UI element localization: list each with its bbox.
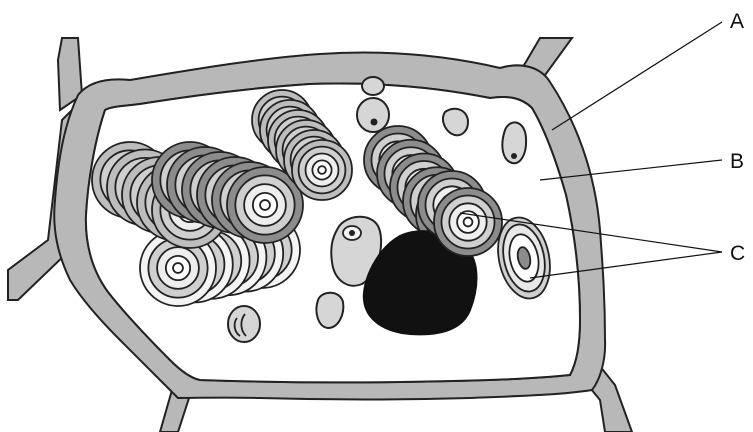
label-c: C: [730, 242, 745, 265]
grain-topmiddle-5: [292, 140, 352, 200]
organelle-top-dot-cell: [357, 98, 389, 132]
organelle-small-bottom: [316, 293, 343, 328]
pointer-line-a: [552, 22, 722, 130]
label-b: B: [730, 150, 744, 173]
grain-right-front-1: [434, 188, 502, 256]
organelle-oval-bottom-left: [228, 306, 260, 342]
label-a: A: [730, 10, 744, 33]
organelle-top-small: [362, 77, 384, 95]
